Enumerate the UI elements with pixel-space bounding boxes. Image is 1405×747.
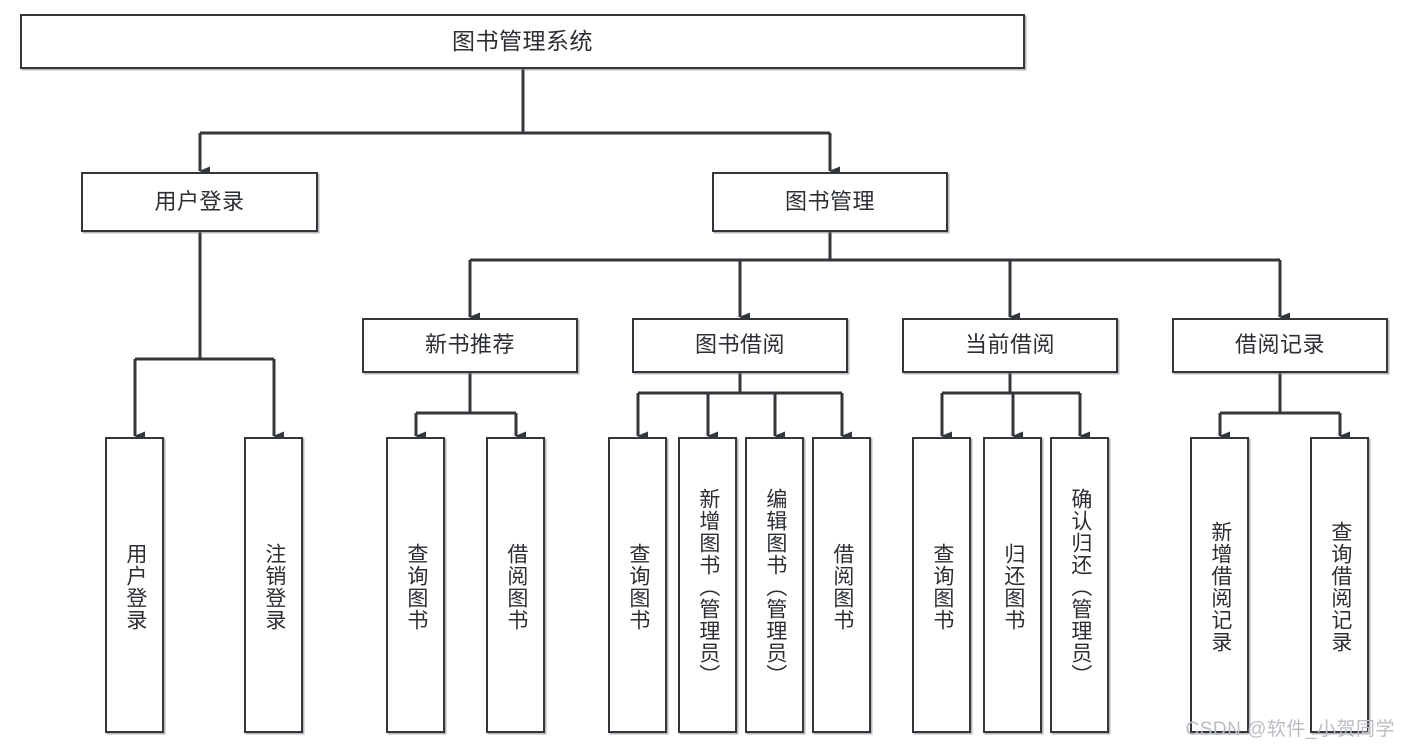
node-leaf-query-book-c[interactable]: 查询图书 [912,437,971,733]
node-leaf-user-login-label: 用户登录 [123,543,147,631]
node-leaf-borrow-book-b-label: 借阅图书 [830,543,854,631]
node-leaf-query-book-a[interactable]: 查询图书 [386,437,445,733]
node-book-borrow-label: 图书借阅 [694,332,785,358]
node-leaf-confirm-return[interactable]: 确认归还（管理员） [1050,437,1109,733]
node-leaf-user-login[interactable]: 用户登录 [105,437,164,733]
node-leaf-logout-label: 注销登录 [262,543,286,631]
node-new-book-recommend[interactable]: 新书推荐 [362,318,578,373]
node-leaf-logout[interactable]: 注销登录 [244,437,303,733]
node-new-book-recommend-label: 新书推荐 [424,332,515,358]
watermark: CSDN @软件_小贺同学 [1185,719,1395,740]
node-leaf-borrow-book-a[interactable]: 借阅图书 [486,437,545,733]
node-leaf-edit-book-label: 编辑图书（管理员） [763,488,787,686]
node-leaf-edit-book[interactable]: 编辑图书（管理员） [745,437,804,733]
node-root-label: 图书管理系统 [452,27,593,54]
node-user-login[interactable]: 用户登录 [81,172,318,232]
node-current-borrow[interactable]: 当前借阅 [902,318,1118,373]
node-leaf-add-book[interactable]: 新增图书（管理员） [678,437,737,733]
node-leaf-query-book-a-label: 查询图书 [404,543,428,631]
node-book-borrow[interactable]: 图书借阅 [632,318,848,373]
node-leaf-return-book[interactable]: 归还图书 [983,437,1042,733]
node-book-management-label: 图书管理 [784,188,875,214]
node-book-management[interactable]: 图书管理 [712,172,948,232]
node-leaf-borrow-book-a-label: 借阅图书 [504,543,528,631]
node-leaf-add-borrow-record-label: 新增借阅记录 [1208,521,1232,653]
node-borrow-record[interactable]: 借阅记录 [1172,318,1388,373]
node-leaf-query-borrow-record-label: 查询借阅记录 [1328,521,1352,653]
node-current-borrow-label: 当前借阅 [964,332,1055,358]
node-leaf-add-book-label: 新增图书（管理员） [696,488,720,686]
node-root[interactable]: 图书管理系统 [20,14,1025,69]
node-leaf-query-book-c-label: 查询图书 [930,543,954,631]
node-leaf-add-borrow-record[interactable]: 新增借阅记录 [1190,437,1249,733]
node-borrow-record-label: 借阅记录 [1234,332,1325,358]
node-leaf-query-book-b-label: 查询图书 [626,543,650,631]
node-leaf-return-book-label: 归还图书 [1001,543,1025,631]
node-user-login-label: 用户登录 [154,188,245,214]
node-leaf-query-borrow-record[interactable]: 查询借阅记录 [1310,437,1369,733]
node-leaf-confirm-return-label: 确认归还（管理员） [1068,488,1092,686]
node-leaf-borrow-book-b[interactable]: 借阅图书 [812,437,871,733]
node-leaf-query-book-b[interactable]: 查询图书 [608,437,667,733]
